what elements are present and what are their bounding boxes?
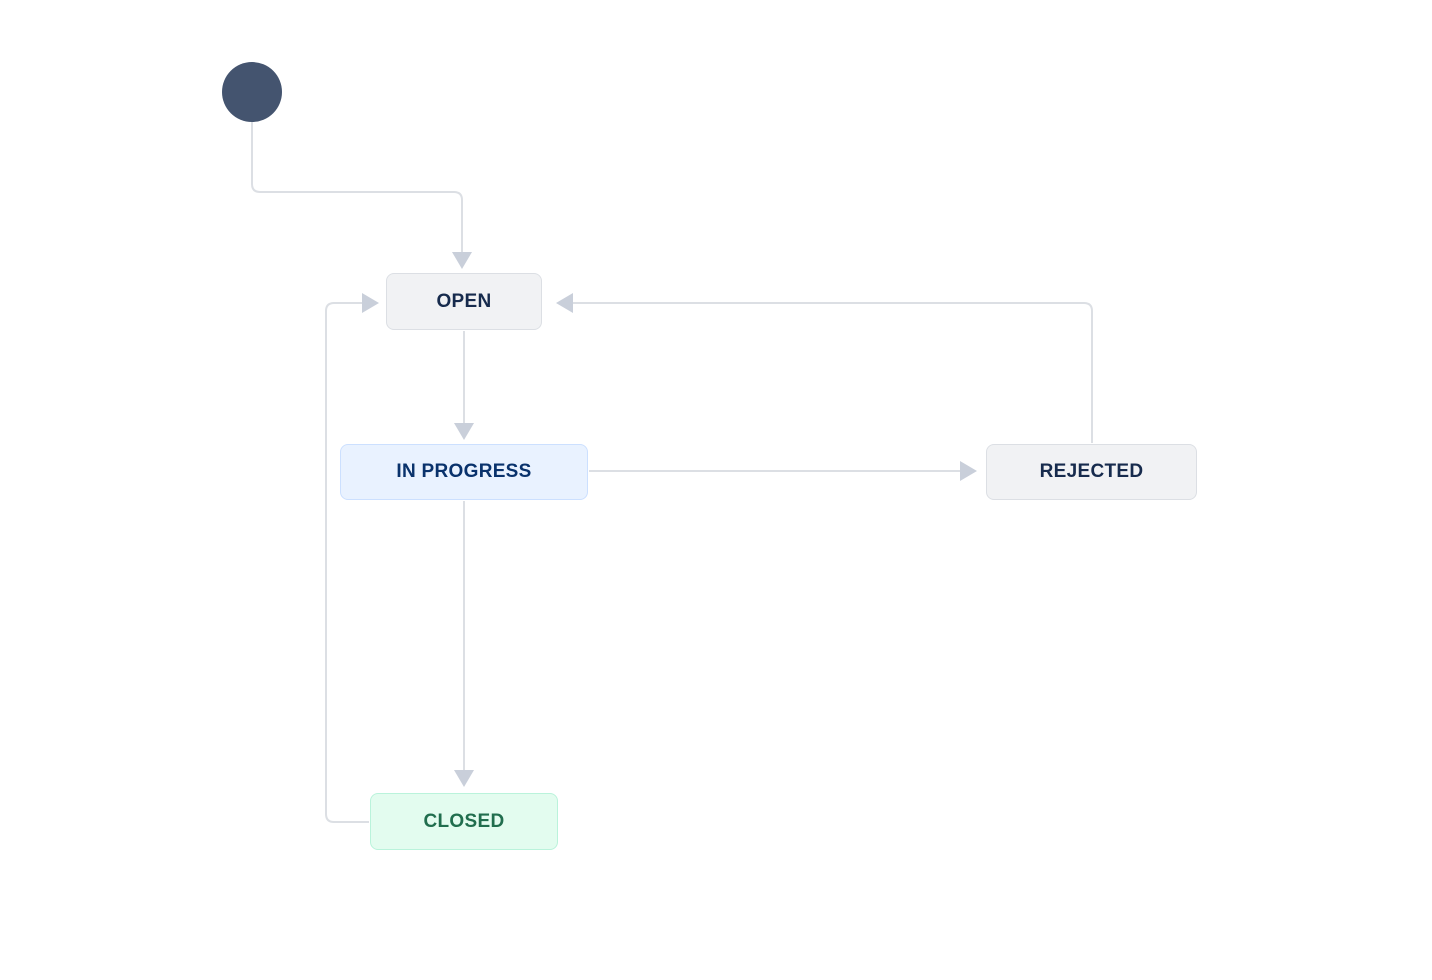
arrowhead-down-icon (454, 423, 474, 440)
node-open-label: OPEN (436, 290, 492, 312)
edge-in-progress-to-closed[interactable] (454, 501, 474, 787)
edge-start-to-open[interactable] (251, 122, 472, 269)
arrowhead-down-icon (452, 252, 472, 269)
node-in-progress-label: IN PROGRESS (396, 461, 532, 482)
arrowhead-left-icon (556, 293, 573, 313)
edge-in-progress-to-rejected[interactable] (589, 461, 977, 481)
arrowhead-down-icon (454, 770, 474, 787)
edge-line (325, 302, 369, 823)
edge-line (573, 302, 1093, 443)
arrowhead-right-icon (960, 461, 977, 481)
edge-open-to-in-progress[interactable] (454, 331, 474, 440)
node-rejected[interactable]: REJECTED (986, 444, 1197, 500)
node-closed[interactable]: CLOSED (370, 793, 558, 850)
start-node[interactable] (222, 62, 282, 122)
edge-closed-to-open[interactable] (325, 293, 379, 823)
edge-line (251, 122, 463, 252)
node-in-progress[interactable]: IN PROGRESS (340, 444, 588, 500)
edge-rejected-to-open[interactable] (556, 293, 1093, 443)
arrowhead-right-icon (362, 293, 379, 313)
node-closed-label: CLOSED (423, 810, 505, 832)
node-open[interactable]: OPEN (386, 273, 542, 330)
node-rejected-label: REJECTED (1039, 461, 1144, 482)
